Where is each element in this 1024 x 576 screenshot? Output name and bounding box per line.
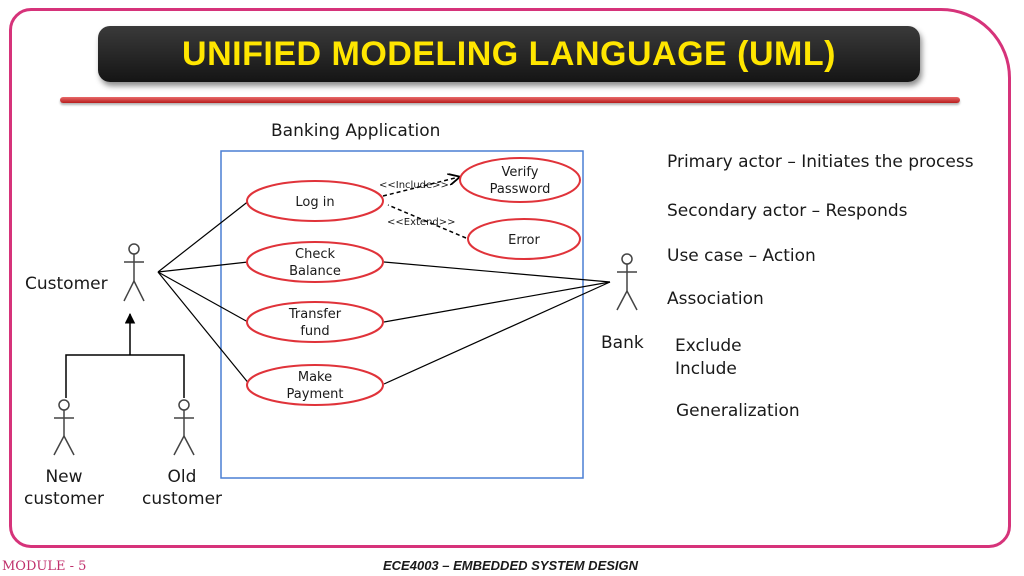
use-case-payment-label-1: Make	[298, 370, 332, 385]
legend-primary-actor: Primary actor – Initiates the process	[667, 152, 974, 172]
legend-use-case: Use case – Action	[667, 246, 816, 266]
use-case-make-payment: Make Payment	[246, 364, 384, 406]
title-bar: UNIFIED MODELING LANGUAGE (UML)	[98, 26, 920, 82]
assoc-customer-transfer	[157, 271, 249, 323]
use-case-check-balance: Check Balance	[246, 241, 384, 283]
use-case-login-label: Log in	[295, 195, 334, 210]
include-label: <<Include>>	[379, 180, 449, 191]
use-case-error-label: Error	[508, 233, 540, 248]
use-case-error-ellipse	[467, 218, 581, 260]
slide-frame	[9, 8, 1011, 548]
actor-new-customer-label-2: customer	[24, 489, 104, 509]
use-case-transfer-label-2: fund	[300, 324, 329, 339]
title-underline	[60, 97, 960, 103]
assoc-customer-check-balance	[157, 261, 249, 273]
actor-old-customer-label-2: customer	[142, 489, 222, 509]
generalization-connector	[65, 354, 185, 398]
use-case-payment-ellipse	[246, 364, 384, 406]
use-case-payment-label-2: Payment	[287, 387, 344, 402]
assoc-bank-transfer	[383, 281, 611, 323]
legend-generalization: Generalization	[676, 401, 800, 421]
use-case-check-balance-ellipse	[246, 241, 384, 283]
assoc-customer-payment	[157, 271, 251, 386]
assoc-customer-login	[157, 199, 251, 273]
use-case-transfer-fund: Transfer fund	[246, 301, 384, 343]
customer-associations	[157, 199, 251, 386]
actor-old-customer-label-1: Old	[168, 467, 197, 487]
bank-associations	[383, 261, 611, 385]
legend-include: Include	[675, 359, 737, 379]
extend-label: <<Extend>>	[387, 217, 456, 228]
actor-bank-icon	[616, 253, 638, 311]
use-case-verify-label-1: Verify	[502, 165, 539, 180]
assoc-bank-check-balance	[383, 261, 611, 283]
use-case-transfer-ellipse	[246, 301, 384, 343]
extend-line	[387, 204, 467, 239]
use-case-check-balance-label-2: Balance	[289, 264, 341, 279]
actor-old-customer-icon	[173, 399, 195, 456]
system-boundary	[220, 150, 584, 479]
legend-exclude: Exclude	[675, 336, 742, 356]
legend: Primary actor – Initiates the process Se…	[667, 152, 974, 421]
use-case-verify-label-2: Password	[490, 182, 551, 197]
use-case-login: Log in	[246, 180, 384, 222]
system-label: Banking Application	[271, 121, 440, 141]
actor-bank-label: Bank	[601, 333, 644, 353]
assoc-bank-payment	[383, 281, 611, 385]
use-case-verify-ellipse	[459, 157, 581, 203]
legend-secondary-actor: Secondary actor – Responds	[667, 201, 908, 221]
use-case-transfer-label-1: Transfer	[288, 307, 342, 322]
actor-new-customer-icon	[53, 399, 75, 456]
use-case-login-ellipse	[246, 180, 384, 222]
use-case-check-balance-label-1: Check	[295, 247, 335, 262]
use-case-verify-password: Verify Password	[459, 157, 581, 203]
include-arrow	[382, 177, 459, 197]
actor-new-customer-label-1: New	[45, 467, 82, 487]
footer-module: MODULE - 5	[2, 559, 87, 574]
slide-title: UNIFIED MODELING LANGUAGE (UML)	[182, 34, 836, 73]
actor-customer-icon	[123, 243, 145, 302]
legend-association: Association	[667, 289, 764, 309]
footer-course: ECE4003 – EMBEDDED SYSTEM DESIGN	[383, 558, 639, 573]
actor-customer-label: Customer	[25, 274, 108, 294]
use-case-error: Error	[467, 218, 581, 260]
